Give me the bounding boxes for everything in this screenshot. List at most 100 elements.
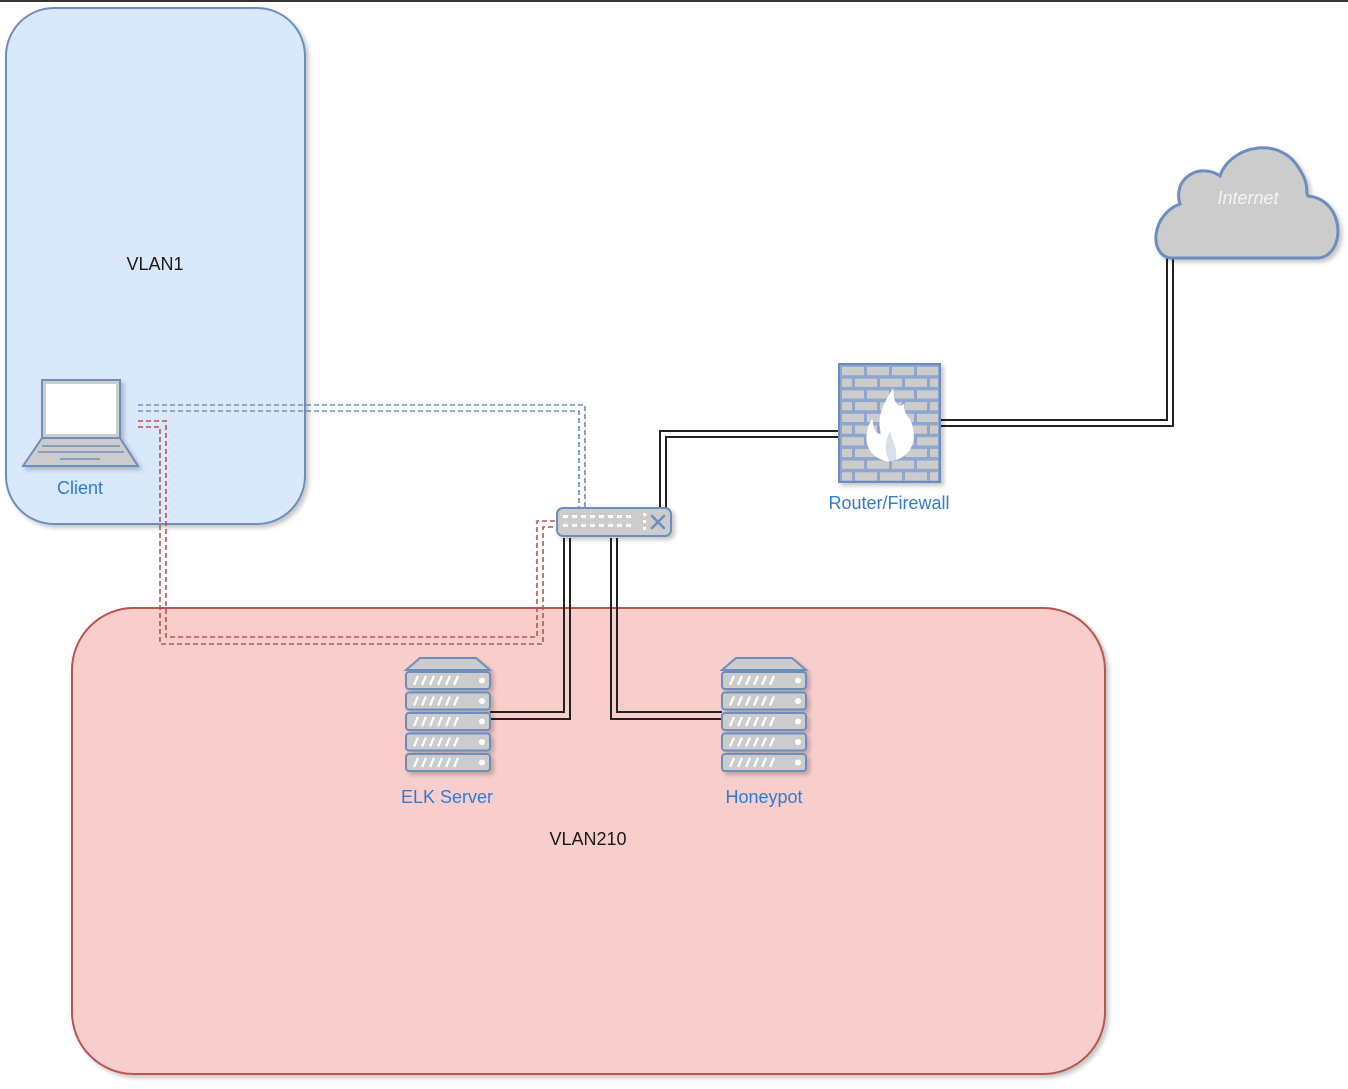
brick bbox=[905, 472, 927, 481]
internet-label: Internet bbox=[1217, 188, 1279, 208]
brick bbox=[867, 390, 889, 399]
server-vent bbox=[744, 757, 752, 768]
server-led bbox=[479, 677, 485, 684]
server-vent bbox=[428, 716, 436, 727]
server-vent bbox=[752, 696, 760, 706]
vlan210-zone[interactable] bbox=[71, 607, 1106, 1075]
link-client-switch-vlan1[interactable] bbox=[138, 404, 586, 508]
brick bbox=[842, 390, 864, 399]
switch-port bbox=[563, 524, 568, 527]
brick bbox=[892, 460, 914, 469]
server-vent bbox=[412, 675, 420, 686]
server-vent bbox=[436, 675, 444, 686]
brick bbox=[855, 425, 877, 434]
server-led bbox=[795, 677, 801, 684]
server-led bbox=[479, 759, 485, 766]
server-vent bbox=[452, 696, 460, 706]
honeypot-label: Honeypot bbox=[725, 787, 803, 807]
server-vent bbox=[452, 737, 460, 747]
server-vent bbox=[752, 675, 760, 686]
brick bbox=[855, 402, 877, 411]
server-vent bbox=[428, 696, 436, 706]
server-vent bbox=[760, 737, 768, 747]
switch-port bbox=[581, 515, 586, 518]
server-led bbox=[479, 698, 485, 704]
brick bbox=[930, 472, 938, 481]
brick bbox=[917, 390, 938, 399]
server-vent bbox=[736, 757, 744, 768]
switch-port bbox=[626, 524, 631, 527]
server-vent bbox=[744, 675, 752, 686]
server-vent bbox=[420, 696, 428, 706]
brick bbox=[855, 378, 877, 387]
laptop-icon[interactable] bbox=[21, 379, 140, 467]
brick bbox=[905, 448, 927, 458]
server-vent bbox=[728, 675, 736, 686]
elk-server-label: ELK Server bbox=[400, 787, 494, 807]
switch-port bbox=[581, 524, 586, 527]
link-switch-elk[interactable] bbox=[490, 538, 571, 720]
link-switch-firewall[interactable] bbox=[659, 430, 840, 510]
brick bbox=[867, 367, 889, 376]
server-vent bbox=[428, 757, 436, 768]
firewall-label: Router/Firewall bbox=[828, 493, 950, 513]
server-vent bbox=[728, 696, 736, 706]
server-vent bbox=[768, 757, 776, 768]
server-vent bbox=[420, 757, 428, 768]
brick bbox=[842, 425, 852, 434]
server-top bbox=[719, 657, 809, 671]
switch-port bbox=[590, 524, 595, 527]
brick bbox=[855, 472, 877, 481]
server-vent bbox=[420, 716, 428, 727]
switch-port bbox=[599, 515, 604, 518]
switch-icon[interactable] bbox=[556, 507, 672, 537]
switch-port bbox=[599, 524, 604, 527]
brick bbox=[917, 437, 938, 446]
vlan1-label: VLAN1 bbox=[126, 254, 184, 274]
server-vent bbox=[444, 737, 452, 747]
brick bbox=[880, 378, 902, 387]
link-switch-honeypot[interactable] bbox=[610, 538, 722, 720]
brick bbox=[842, 460, 864, 469]
switch-port bbox=[626, 515, 631, 518]
server-vent bbox=[736, 696, 744, 706]
honeypot-server-icon[interactable] bbox=[719, 657, 809, 772]
server-vent bbox=[768, 675, 776, 686]
server-vent bbox=[744, 716, 752, 727]
server-led bbox=[795, 698, 801, 704]
server-vent bbox=[412, 757, 420, 768]
server-vent bbox=[452, 675, 460, 686]
brick bbox=[842, 472, 852, 481]
link-client-switch-vlan210[interactable] bbox=[138, 420, 556, 645]
server-vent bbox=[768, 696, 776, 706]
server-top bbox=[403, 657, 493, 671]
switch-port bbox=[608, 524, 613, 527]
top-border bbox=[0, 0, 1348, 2]
server-vent bbox=[444, 716, 452, 727]
switch-port bbox=[563, 515, 568, 518]
server-vent bbox=[452, 716, 460, 727]
server-vent bbox=[752, 716, 760, 727]
cloud-icon[interactable] bbox=[1154, 146, 1340, 260]
firewall-icon[interactable] bbox=[838, 363, 941, 483]
elk-server-icon[interactable] bbox=[403, 657, 493, 772]
server-vent bbox=[744, 737, 752, 747]
server-led bbox=[479, 718, 485, 725]
server-led bbox=[795, 718, 801, 725]
server-vent bbox=[436, 696, 444, 706]
server-vent bbox=[760, 716, 768, 727]
server-vent bbox=[444, 757, 452, 768]
server-vent bbox=[436, 757, 444, 768]
brick bbox=[930, 378, 938, 387]
switch-port bbox=[572, 524, 577, 527]
server-vent bbox=[444, 696, 452, 706]
link-firewall-internet[interactable] bbox=[940, 256, 1174, 427]
server-vent bbox=[752, 737, 760, 747]
server-vent bbox=[752, 757, 760, 768]
brick bbox=[930, 448, 938, 458]
server-vent bbox=[728, 757, 736, 768]
flame-icon bbox=[866, 388, 914, 462]
server-vent bbox=[728, 716, 736, 727]
brick bbox=[842, 448, 852, 458]
